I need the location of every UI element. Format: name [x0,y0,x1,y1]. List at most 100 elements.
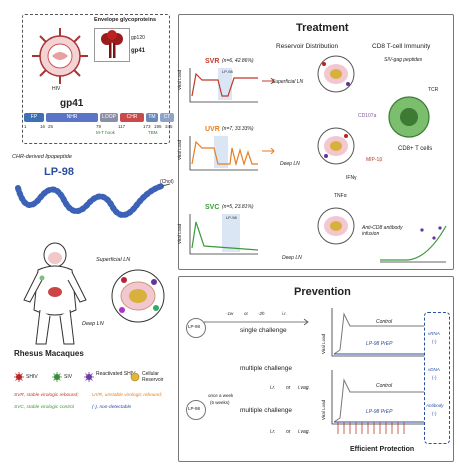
domain-nhr: NHR [46,113,98,122]
prevention-lp98-circle-2 [186,400,206,420]
pos-79: 79 [96,124,102,129]
uvr-curve [189,136,258,171]
cellular-reservoir-icon [130,372,140,382]
siv-icon [52,372,62,382]
m-t-hook-label: M-T hook [96,130,115,135]
svr-ln-zoom-icon [317,55,355,93]
lymph-node-zoom-icon [111,269,165,323]
multiple-challenge-2: multiple challenge [240,407,293,414]
svr-curve [189,68,258,103]
svc-viral-load-axis: Viral Load [177,223,182,244]
rhesus-macaques-title: Rhesus Macaques [14,349,84,358]
lipopeptide-subtitle: CHR-derived lipopeptide [12,154,72,160]
legend-svr-def: SVR, stable virologic rebound; [14,393,79,398]
legend-shiv: SHIV [26,374,38,380]
uvr-stat: (n=7, 33.33%) [222,126,254,132]
cd8-heading: CD8 T-cell Immunity [372,43,431,50]
cd8-t-cell-icon [388,96,430,138]
legend-reactivated: Reactivated SHIV [96,371,136,377]
timeline-1w: -1w [226,311,234,316]
result-dna-nd: (-) [432,375,437,380]
gp41-heading: gp41 [60,98,84,109]
domain-chr: CHR [120,113,144,122]
uvr-ln-zoom-icon [317,127,355,165]
prevention-timeline [204,318,309,326]
timeline-ir: i.r. [282,311,287,316]
pos-195: 195 [154,124,162,129]
uvr-viral-load-axis: Viral Load [177,139,182,160]
svc-ln-zoom-icon [317,207,355,245]
envelope-title: Envelope glycoproteins [94,17,157,23]
or-2: or [286,429,291,435]
result-dna: vDNA [428,367,440,372]
prev-viral-load-axis-2: Viral Load [321,399,326,420]
legend-nd-def: (-), non-detectable [92,405,132,410]
result-antibody: Antibody [426,403,444,408]
lipopeptide-chain [15,183,171,218]
treatment-title: Treatment [296,22,349,34]
antibody-rebound-curve [380,225,447,263]
once-week: once a week [208,393,234,398]
legend-uvr-def: UVR, unstable virologic rebound; [92,393,163,398]
prev-control-1: Control [376,319,393,325]
prevention-lp98-2: LP-98 [188,406,201,411]
cd107a-label: CD107a [358,113,377,119]
ir-1: i.r. [270,385,276,391]
tbm-label: TBM [148,130,158,135]
result-rna-nd: (-) [432,339,437,344]
pos-173: 173 [143,124,151,129]
timeline-or: or [244,311,249,316]
antibody-infusion-label: Anti-CD8 antibody infusion [362,225,403,237]
uvr-arrow [262,148,275,154]
envelope-box [22,14,170,144]
prevention-lp98-1: LP-98 [188,324,201,329]
pos-117: 117 [118,124,126,129]
six-weeks: (6 weeks) [210,400,230,405]
svc-label: SVC [205,204,220,211]
svc-stat: (n=5, 23.81%) [222,204,254,210]
hiv-virus-icon [32,28,88,84]
uvr-label: UVR [205,126,220,133]
svc-lp98: LP-98 [226,215,237,220]
legend-svc-def: SVC, stable virologic control [14,405,74,410]
prevention-lp98-circle-1 [186,318,206,338]
prev-prep-2: LP-98 PrEP [366,409,393,415]
svr-arrow [262,78,275,84]
prevention-plot-1 [331,308,424,357]
pos-1: 1 [24,124,27,129]
domain-ct: CT [160,113,174,122]
timeline-2h: -2h [258,311,265,316]
prevention-panel [178,276,454,462]
siv-gag-label: SIV-gag peptides [384,57,423,63]
domain-tm: TM [146,113,158,122]
svr-lp98: LP-98 [222,69,233,74]
ir-2: i.r. [270,429,276,435]
legend-siv: SIV [64,374,73,380]
pos-345: 345 [165,124,173,129]
pos-25: 25 [48,124,54,129]
tcr-label: TCR [428,87,439,93]
prev-viral-load-axis-1: Viral Load [321,333,326,354]
shiv-icon [14,372,24,382]
svr-stat: (n=6, 42.86%) [222,58,254,64]
gp41-domain-bar: FP NHR LOOP CHR TM CT [24,113,174,122]
tnf-label: TNFα [334,193,347,199]
result-antibody-nd: (-) [432,411,437,416]
reactivated-shiv-icon [84,372,94,382]
chol-label: (Chol) [160,179,174,185]
prev-prep-1: LP-98 PrEP [366,341,393,347]
domain-fp: FP [24,113,44,122]
ivag-1: i.vag. [298,385,310,391]
legend-cellular: Cellular Reservoir [142,371,164,383]
cd8-cells-label: CD8+ T cells [398,146,433,152]
macaque-deep-ln: Deep LN [82,321,104,327]
svr-viral-load-axis: Viral Load [177,69,182,90]
lp98-name: LP-98 [44,166,74,178]
glycoprotein-icon [101,30,123,58]
single-challenge: single challenge [240,327,287,334]
hiv-label: HIV [52,86,61,92]
prev-control-2: Control [376,383,393,389]
result-rna: vRNA [428,331,440,336]
svr-ln: Superficial LN [272,79,304,85]
reservoir-heading: Reservoir Distribution [276,43,339,50]
